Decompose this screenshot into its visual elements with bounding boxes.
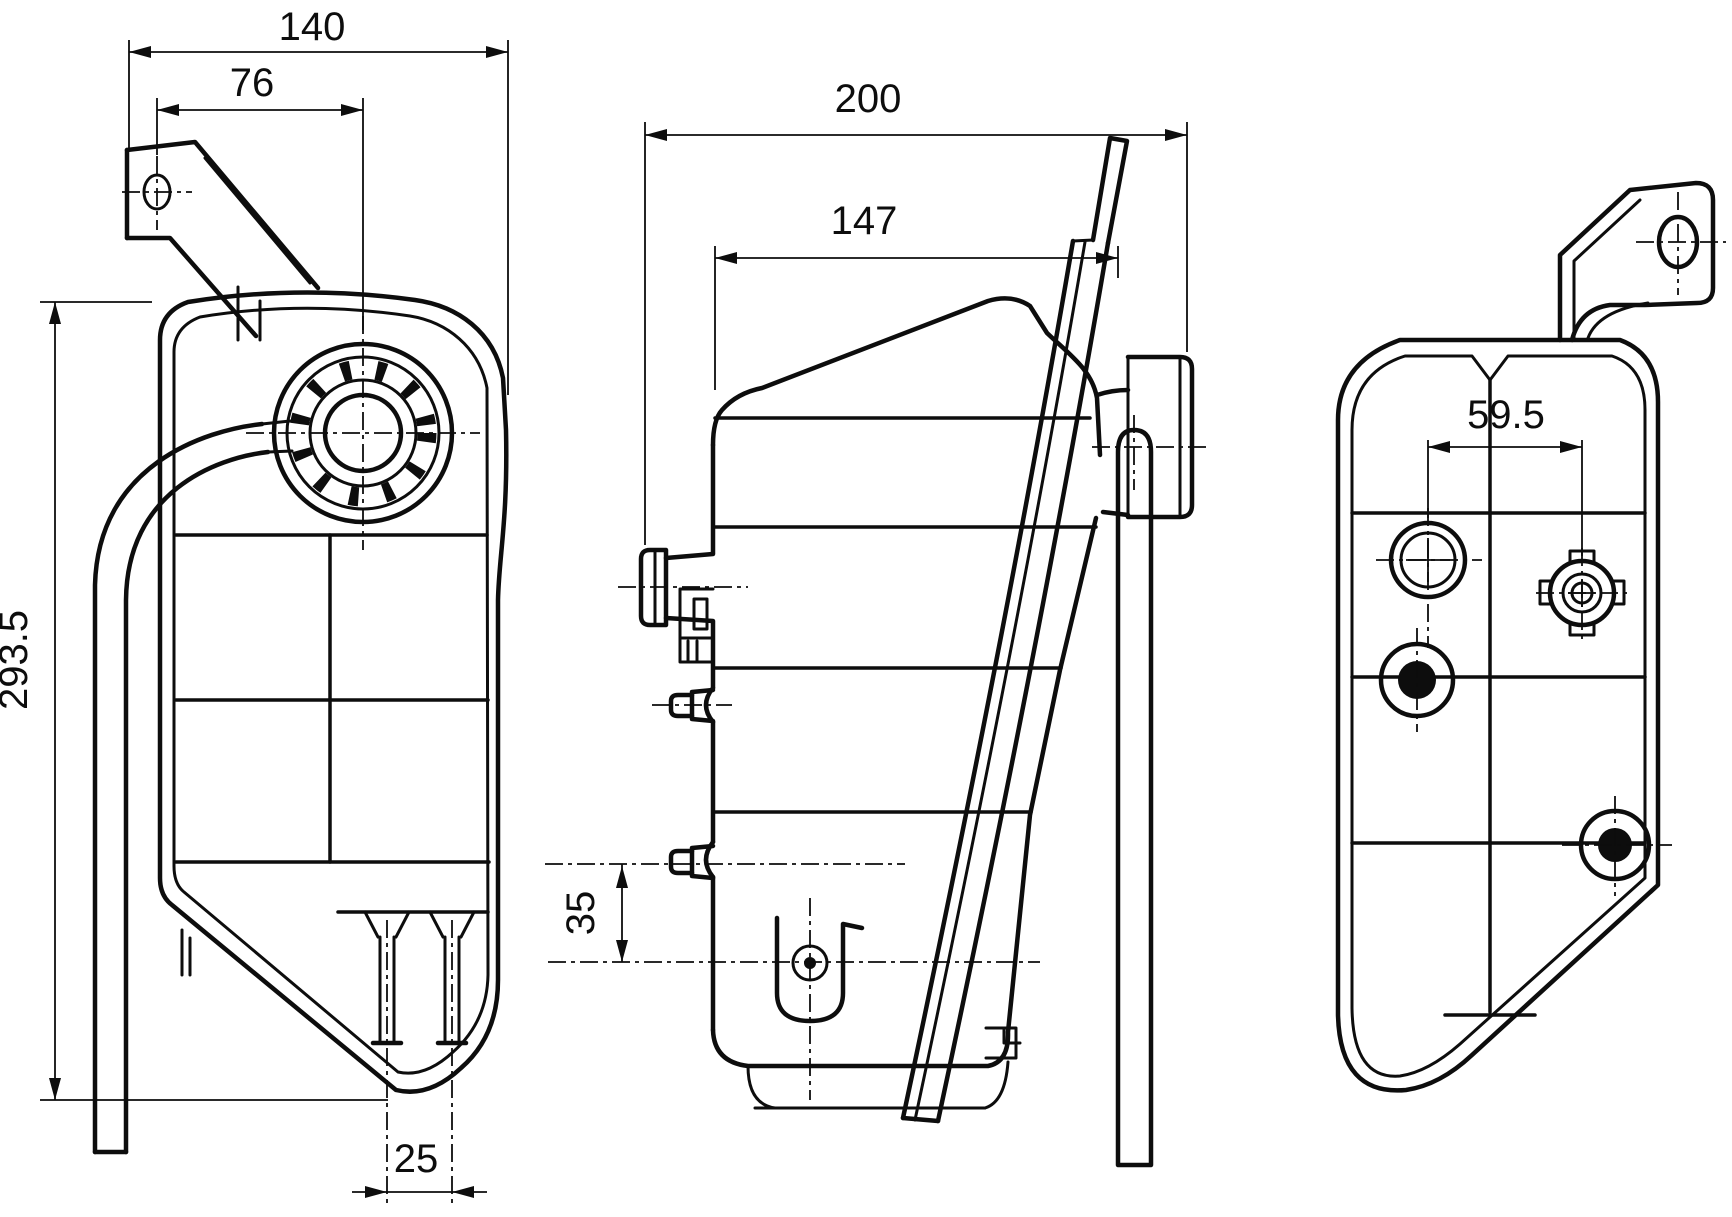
dim-overall-depth-label: 200 bbox=[835, 77, 902, 121]
dim-body-depth-label: 147 bbox=[831, 199, 898, 243]
filler-cap bbox=[246, 316, 480, 550]
side-mounting-pocket bbox=[774, 898, 865, 1100]
side-view bbox=[618, 135, 1210, 1168]
overflow-hose bbox=[92, 419, 294, 1155]
bottom-outlet-pipes bbox=[363, 910, 476, 1205]
dim-overall-depth: 200 bbox=[644, 77, 1188, 545]
front-tank-inner-wall bbox=[172, 306, 490, 1075]
dim-overall-height: 293.5 bbox=[0, 301, 388, 1101]
mounting-strap bbox=[900, 135, 1130, 1124]
rear-view bbox=[1335, 180, 1726, 1093]
dim-cap-offset: 76 bbox=[156, 61, 364, 330]
dim-rear-port-spacing-label: 59.5 bbox=[1467, 393, 1545, 437]
front-mounting-bracket bbox=[122, 139, 321, 342]
rear-tank-outline bbox=[1335, 337, 1661, 1093]
strap-clip bbox=[984, 1026, 1022, 1060]
front-tank-outline bbox=[157, 290, 509, 1094]
dim-port-height: 35 bbox=[545, 863, 1040, 963]
rear-sensor-boss bbox=[1536, 548, 1628, 640]
rear-nipple-lower bbox=[1562, 796, 1672, 896]
side-overflow-pipe bbox=[1092, 415, 1210, 1168]
cap-rib-ring bbox=[289, 359, 437, 507]
rear-nipple-upper bbox=[1378, 628, 1456, 732]
rear-port-boss bbox=[1376, 508, 1482, 648]
rear-panel-seams bbox=[1350, 378, 1647, 1017]
front-panel-seams bbox=[174, 533, 491, 914]
bracket-tab bbox=[236, 285, 262, 342]
side-filler-neck bbox=[618, 547, 748, 628]
front-view bbox=[92, 139, 509, 1205]
dim-outlet-spacing-label: 25 bbox=[394, 1137, 439, 1181]
side-stub-nipple-upper bbox=[652, 687, 732, 724]
side-cap-flange bbox=[1094, 354, 1195, 520]
dimensions: 140 76 293.5 25 bbox=[0, 5, 1583, 1198]
dim-outlet-spacing: 25 bbox=[352, 1137, 487, 1198]
dim-rear-port-spacing: 59.5 bbox=[1427, 393, 1583, 556]
rear-tank-inner-wall bbox=[1350, 354, 1647, 1078]
side-body-outline bbox=[703, 296, 1103, 1110]
side-stub-nipple-lower bbox=[668, 843, 716, 881]
dim-overall-width-label: 140 bbox=[279, 5, 346, 49]
dim-cap-offset-label: 76 bbox=[230, 61, 275, 105]
dim-body-depth: 147 bbox=[714, 199, 1119, 390]
rear-mounting-bracket bbox=[1557, 180, 1726, 343]
dim-overall-width: 140 bbox=[128, 5, 509, 395]
dim-port-height-label: 35 bbox=[559, 891, 603, 936]
side-connector-clip bbox=[678, 587, 715, 664]
front-lower-tab bbox=[180, 928, 192, 977]
dim-overall-height-label: 293.5 bbox=[0, 610, 36, 710]
